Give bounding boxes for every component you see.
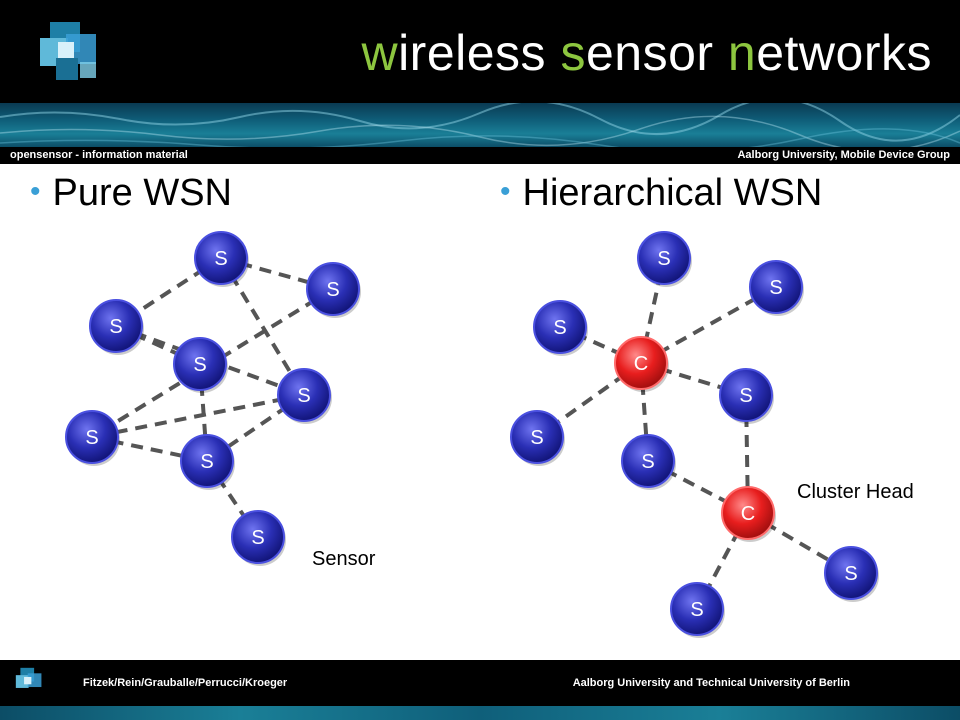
info-right-text: Aalborg University, Mobile Device Group: [737, 149, 950, 161]
hier-wsn-node-label: S: [739, 385, 752, 407]
slide-title: wireless sensor networks: [361, 25, 932, 81]
footer-authors: Fitzek/Rein/Grauballe/Perrucci/Kroeger: [83, 677, 288, 689]
right-heading: •Hierarchical WSN: [500, 172, 823, 214]
pure-wsn-sensor-node: S: [277, 368, 332, 424]
info-bar: opensensor - information material Aalbor…: [0, 147, 960, 164]
hier-wsn-node-label: C: [634, 353, 648, 375]
hier-wsn-sensor-node: S: [621, 434, 676, 490]
pure-wsn-edge: [205, 459, 260, 539]
pure-wsn-sensor-node: S: [194, 231, 249, 287]
water-banner: [0, 103, 960, 147]
pure-wsn-sensor-node: S: [306, 262, 361, 318]
hier-wsn-node-label: S: [844, 563, 857, 585]
pure-wsn-sensor-node: S: [89, 299, 144, 355]
pure-wsn-node-label: S: [193, 354, 206, 376]
pure-wsn-edge: [115, 324, 201, 366]
hier-wsn-node-label: S: [530, 427, 543, 449]
sensor-annotation: Sensor: [312, 548, 376, 570]
hier-wsn-sensor-node: S: [719, 368, 774, 424]
cubes-logo-icon: [15, 667, 42, 688]
pure-wsn-node-label: S: [85, 427, 98, 449]
hier-wsn-sensor-node: S: [749, 260, 804, 316]
pure-wsn-node-label: S: [297, 385, 310, 407]
left-heading: •Pure WSN: [30, 172, 232, 214]
hier-wsn-node-label: S: [690, 599, 703, 621]
cubes-logo-icon: [40, 22, 96, 80]
hier-wsn-cluster-head-node: C: [614, 336, 669, 392]
hier-wsn-node-label: S: [553, 317, 566, 339]
pure-wsn-edge: [91, 393, 305, 439]
bottom-water-strip: [0, 706, 960, 720]
cluster-head-annotation: Cluster Head: [797, 481, 914, 503]
header-bar: wireless sensor networks: [0, 0, 960, 103]
hier-wsn-node-label: C: [741, 503, 755, 525]
pure-wsn-sensor-node: S: [231, 510, 286, 566]
hier-wsn-sensor-node: S: [533, 300, 588, 356]
hier-wsn-sensor-node: S: [510, 410, 565, 466]
hier-wsn-node-label: S: [641, 451, 654, 473]
pure-wsn-node-label: S: [251, 527, 264, 549]
hier-wsn-sensor-node: S: [637, 231, 692, 287]
hier-wsn-edge: [559, 325, 642, 365]
pure-wsn-node-label: S: [326, 279, 339, 301]
bullet-icon: •: [500, 175, 511, 208]
pure-wsn-sensor-node: S: [173, 337, 228, 393]
hier-wsn-node-label: S: [657, 248, 670, 270]
pure-wsn-node-label: S: [109, 316, 122, 338]
footer-bar: Fitzek/Rein/Grauballe/Perrucci/Kroeger A…: [0, 660, 960, 706]
pure-wsn-node-label: S: [214, 248, 227, 270]
pure-wsn-sensor-node: S: [180, 434, 235, 490]
hier-wsn-sensor-node: S: [670, 582, 725, 638]
hier-wsn-sensor-node: S: [824, 546, 879, 602]
pure-wsn-node-label: S: [200, 451, 213, 473]
info-left-text: opensensor - information material: [10, 149, 188, 161]
footer-institutions: Aalborg University and Technical Univers…: [572, 677, 850, 689]
bullet-icon: •: [30, 175, 41, 208]
pure-wsn-sensor-node: S: [65, 410, 120, 466]
hier-wsn-node-label: S: [769, 277, 782, 299]
hier-wsn-cluster-head-node: C: [721, 486, 776, 542]
